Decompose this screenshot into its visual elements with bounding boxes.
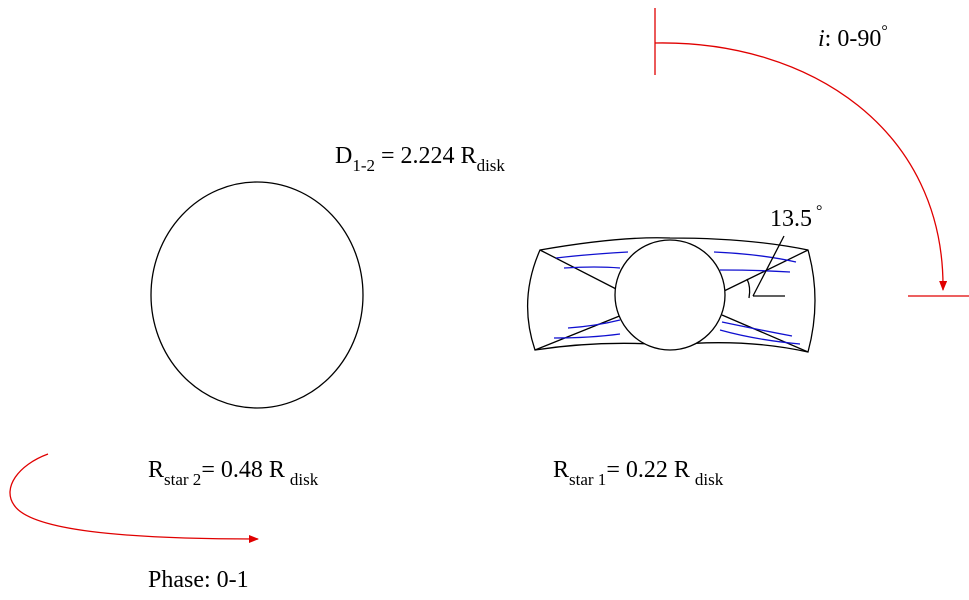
phase-arrow [9, 453, 259, 543]
separation-label: D1-2 = 2.224 Rdisk [335, 143, 505, 175]
angle-label: 13.5° [770, 203, 822, 232]
phase-label: Phase: 0-1 [148, 567, 249, 593]
inclination-arrow [654, 8, 969, 297]
star-1-circle [614, 239, 726, 351]
star-1-disk-system [526, 235, 816, 353]
star-2-circle [150, 181, 364, 409]
inclination-label: i: 0-90° [818, 23, 888, 52]
disk-blue-lines [553, 251, 801, 345]
